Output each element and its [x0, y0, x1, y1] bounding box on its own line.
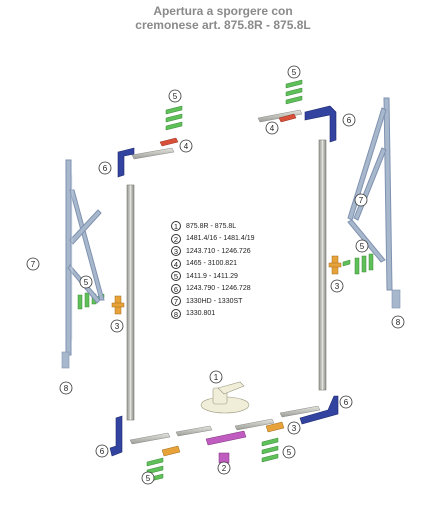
- scissor-stay-left: [65, 159, 105, 356]
- orange-piece-left: [111, 295, 125, 315]
- legend-row: 8 1330.801: [171, 308, 255, 321]
- right-vertical-rod: [318, 139, 327, 391]
- svg-text:6: 6: [347, 116, 352, 125]
- legend-row: 3 1243.710 - 1246.726: [171, 245, 255, 258]
- legend-code: 1243.710 - 1246.726: [186, 247, 251, 255]
- orange-piece-bottom-left: [161, 445, 181, 457]
- svg-text:3: 3: [292, 424, 297, 433]
- diagram-title: Apertura a sporgere con cremonese art. 8…: [0, 4, 446, 32]
- corner-piece-bottom-left: [109, 415, 123, 457]
- legend-row: 6 1243.790 - 1246.728: [171, 283, 255, 296]
- green-connectors-top: [165, 105, 183, 131]
- svg-text:5: 5: [84, 278, 89, 287]
- callout-3-left: 3: [110, 319, 124, 333]
- svg-text:6: 6: [100, 447, 105, 456]
- legend-code: 875.8R - 875.8L: [186, 222, 237, 230]
- svg-text:8: 8: [64, 384, 69, 393]
- svg-text:3: 3: [115, 322, 120, 331]
- green-connectors-right: [342, 253, 374, 275]
- parts-legend: 1 875.8R - 875.8L 2 1481.4/16 - 1481.4/1…: [171, 220, 255, 320]
- callout-5-top: 5: [168, 89, 182, 103]
- green-connectors-top-right: [285, 79, 303, 105]
- callout-5-top-right: 5: [287, 65, 301, 79]
- legend-number: 6: [171, 283, 181, 294]
- svg-text:8: 8: [396, 318, 401, 327]
- callout-4-top: 4: [179, 139, 193, 153]
- legend-row: 1 875.8R - 875.8L: [171, 220, 255, 233]
- callout-3-right: 3: [330, 279, 344, 293]
- callout-5-bottom-right: 5: [282, 445, 296, 459]
- svg-text:5: 5: [292, 68, 297, 77]
- legend-row: 5 1411.9 - 1411.29: [171, 270, 255, 283]
- callout-3-bottom: 3: [287, 421, 301, 435]
- svg-text:2: 2: [222, 464, 227, 473]
- callout-5-bottom-left: 5: [141, 471, 155, 485]
- magenta-mechanism: [205, 430, 247, 464]
- stay-stop-right: [391, 289, 401, 309]
- svg-text:6: 6: [103, 164, 108, 173]
- svg-text:7: 7: [359, 196, 364, 205]
- legend-number: 7: [171, 296, 181, 307]
- callout-8-right: 8: [391, 315, 405, 329]
- svg-text:4: 4: [184, 142, 189, 151]
- legend-code: 1411.9 - 1411.29: [186, 272, 238, 280]
- red-piece-top-right: [278, 113, 297, 123]
- left-vertical-rod: [126, 184, 135, 421]
- callout-1-handle: 1: [209, 370, 223, 384]
- corner-piece-top-right: [304, 105, 337, 143]
- stay-stop-left: [61, 351, 70, 369]
- green-connectors-bottom-right: [261, 437, 279, 463]
- svg-text:3: 3: [335, 282, 340, 291]
- legend-code: 1465 - 3100.821: [186, 260, 237, 268]
- svg-text:1: 1: [214, 373, 219, 382]
- bottom-horizontal-rods: [129, 405, 321, 445]
- svg-text:5: 5: [173, 92, 178, 101]
- svg-text:6: 6: [344, 398, 349, 407]
- top-left-horizontal-rod: [131, 147, 175, 160]
- callout-5-left: 5: [79, 275, 93, 289]
- callout-8-left: 8: [59, 381, 73, 395]
- svg-text:5: 5: [287, 448, 292, 457]
- callout-4-top-right: 4: [265, 121, 279, 135]
- legend-row: 4 1465 - 3100.821: [171, 258, 255, 271]
- red-piece-top: [159, 137, 179, 147]
- title-line-1: Apertura a sporgere con: [153, 4, 293, 18]
- legend-row: 2 1481.4/16 - 1481.4/19: [171, 233, 255, 246]
- callouts: 5 4 6 5 4 6 7 5: [26, 65, 405, 485]
- legend-number: 5: [171, 271, 181, 282]
- orange-piece-bottom: [265, 421, 285, 433]
- legend-number: 8: [171, 308, 181, 319]
- legend-row: 7 1330HD - 1330ST: [171, 295, 255, 308]
- title-line-2: cremonese art. 875.8R - 875.8L: [135, 18, 311, 32]
- legend-number: 2: [171, 233, 181, 244]
- callout-6-bottom-right: 6: [339, 395, 353, 409]
- svg-text:7: 7: [31, 260, 36, 269]
- callout-5-right: 5: [355, 239, 369, 253]
- legend-code: 1330HD - 1330ST: [186, 297, 243, 305]
- callout-7-right: 7: [354, 193, 368, 207]
- corner-piece-top-left: [117, 147, 135, 178]
- svg-text:5: 5: [360, 242, 365, 251]
- callout-6-top-left: 6: [98, 161, 112, 175]
- corner-piece-bottom-right: [299, 395, 339, 425]
- legend-code: 1243.790 - 1246.728: [186, 285, 251, 293]
- handle: [200, 381, 250, 414]
- legend-number: 4: [171, 258, 181, 269]
- legend-number: 1: [171, 221, 181, 232]
- callout-6-top-right: 6: [342, 113, 356, 127]
- callout-6-bottom-left: 6: [95, 444, 109, 458]
- legend-number: 3: [171, 246, 181, 257]
- legend-code: 1481.4/16 - 1481.4/19: [186, 235, 255, 243]
- svg-text:5: 5: [146, 474, 151, 483]
- top-right-horizontal-rod: [257, 109, 303, 123]
- legend-code: 1330.801: [186, 310, 216, 318]
- callout-2-bottom: 2: [217, 461, 231, 475]
- orange-piece-right: [328, 255, 342, 275]
- svg-text:4: 4: [270, 124, 275, 133]
- callout-7-left: 7: [26, 257, 40, 271]
